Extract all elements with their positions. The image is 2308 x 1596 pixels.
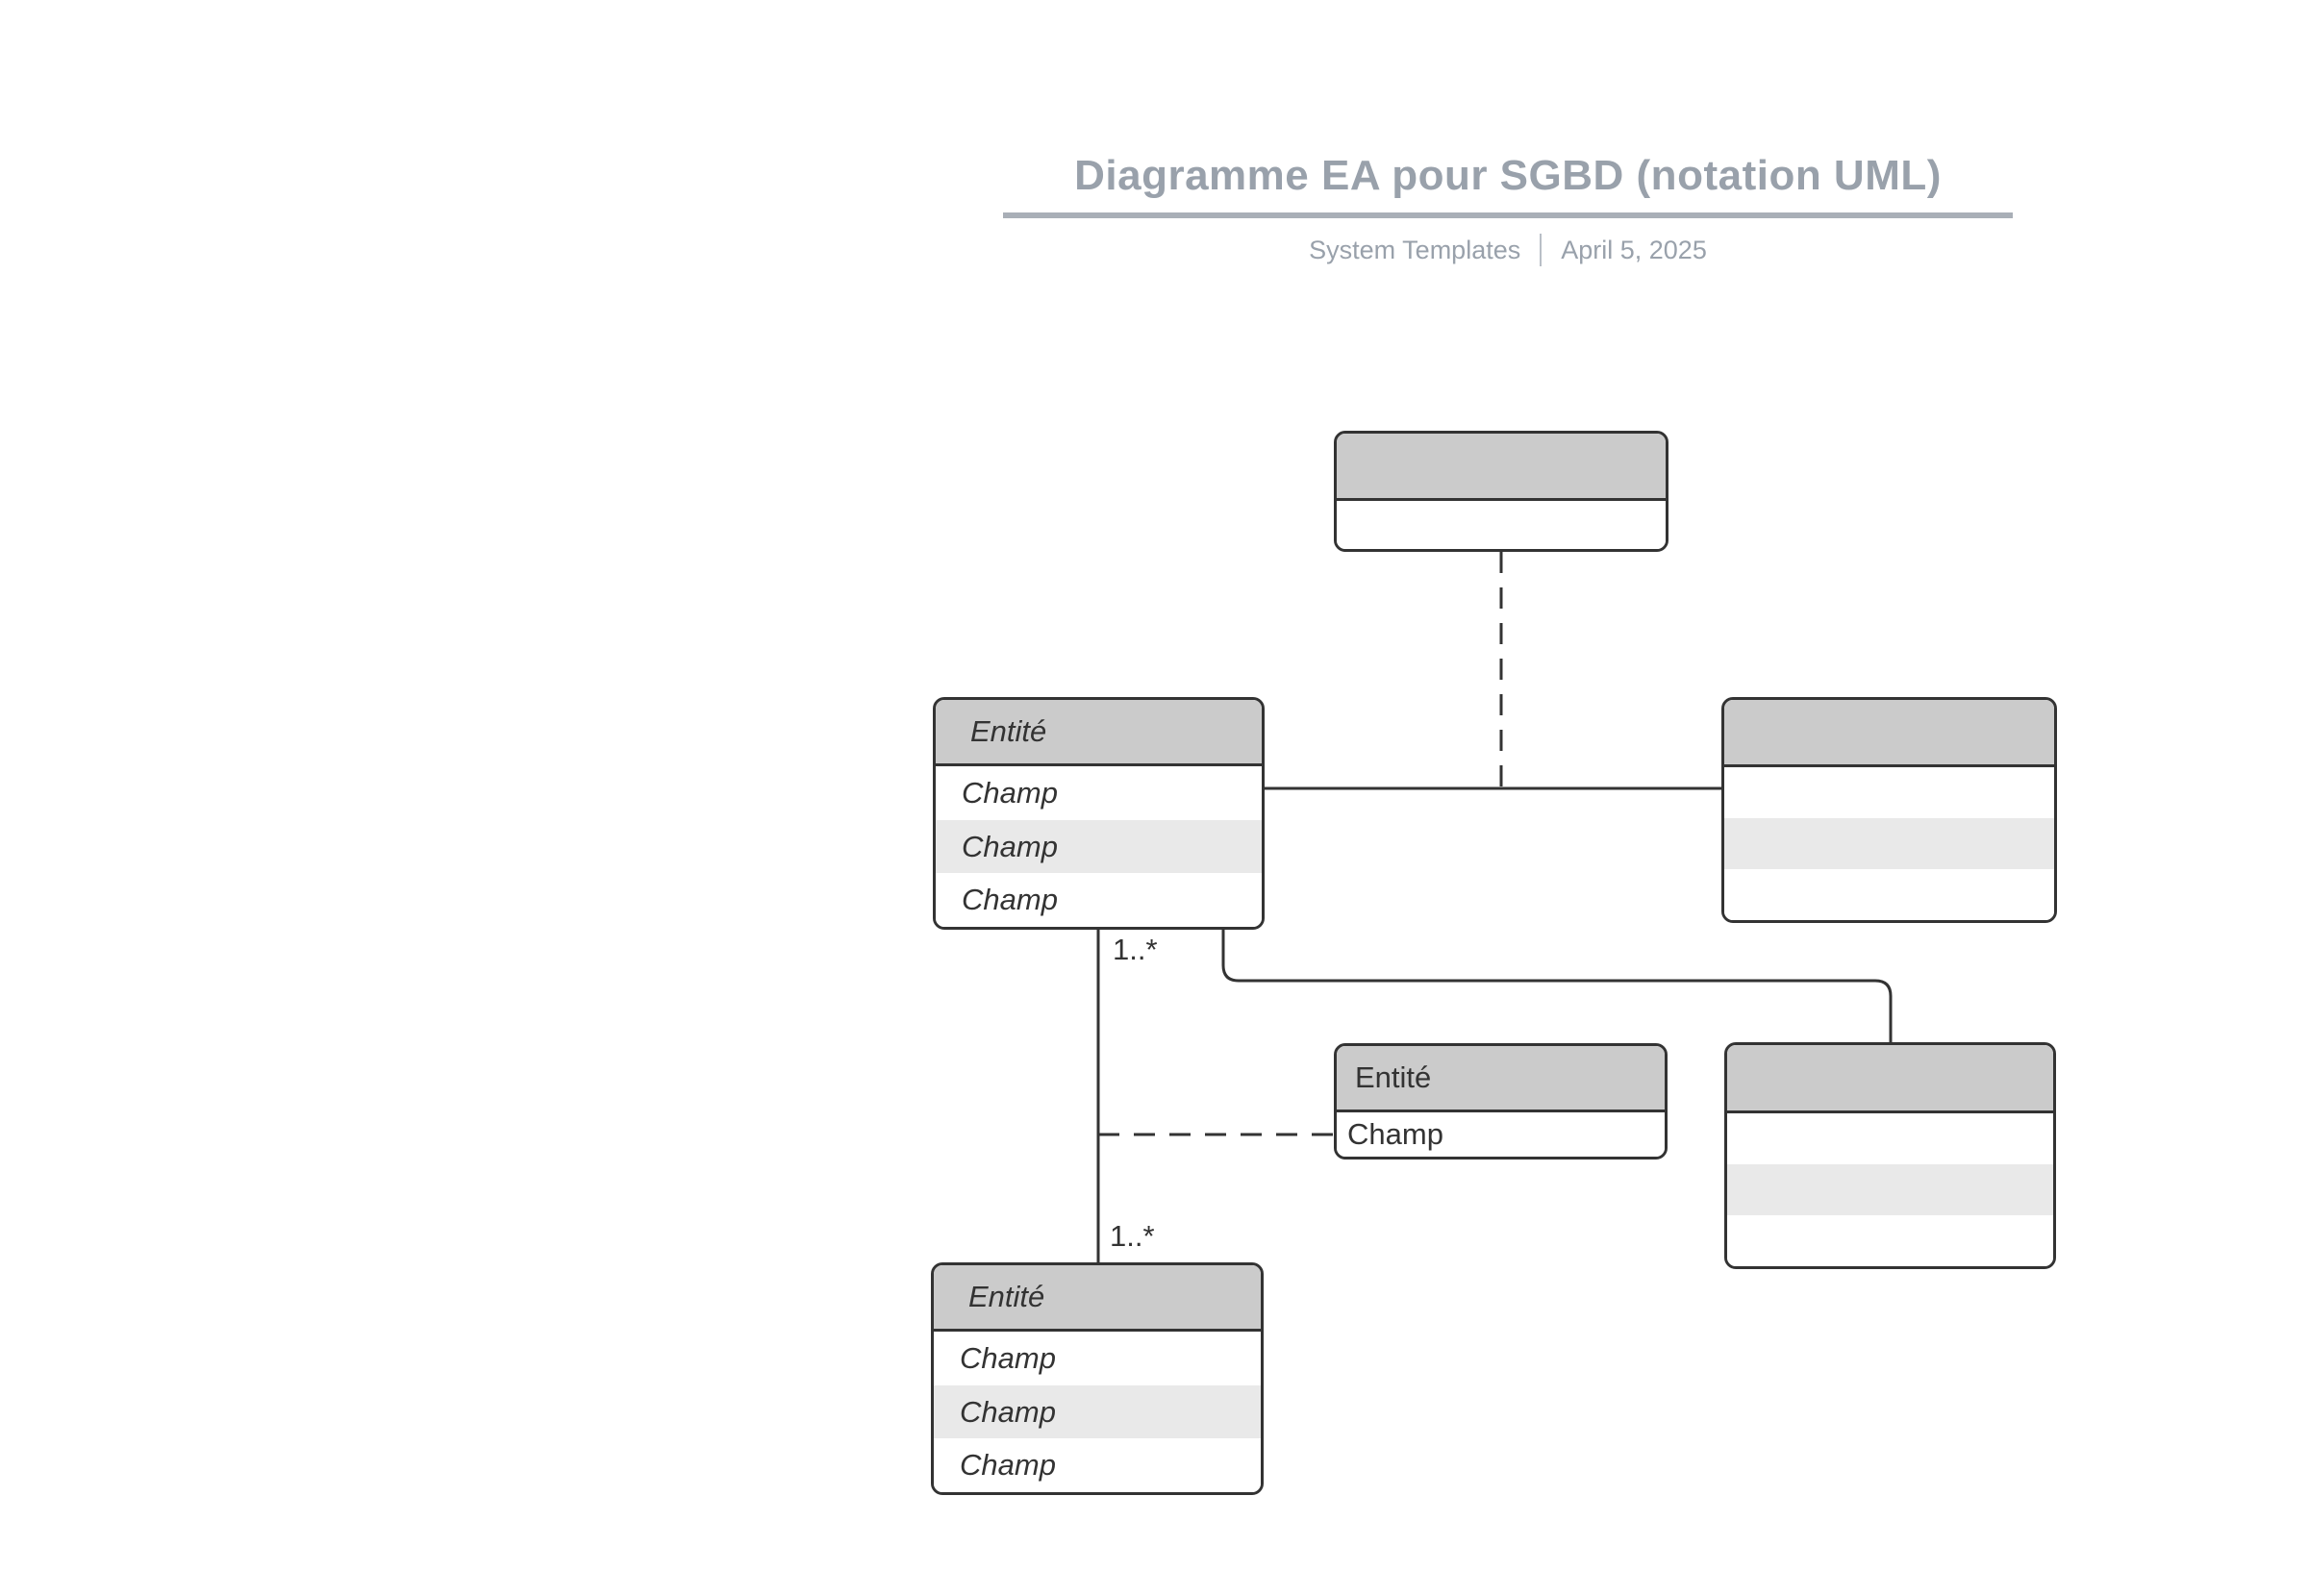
subtitle-separator bbox=[1540, 234, 1543, 266]
entity-row bbox=[1337, 501, 1666, 549]
subtitle-date: April 5, 2025 bbox=[1561, 235, 1707, 264]
field-label: Champ bbox=[962, 829, 1058, 863]
entity-box-center: Entité Champ bbox=[1334, 1043, 1668, 1160]
multiplicity-label-upper: 1..* bbox=[1113, 933, 1158, 966]
entity-row: Champ bbox=[936, 766, 1262, 820]
entity-box-bottom: Entité Champ Champ Champ bbox=[931, 1262, 1264, 1495]
entity-header bbox=[1337, 434, 1666, 501]
entity-row bbox=[1724, 767, 2054, 818]
page-title: Diagramme EA pour SGBD (notation UML) bbox=[1074, 152, 1942, 199]
entity-row: Champ bbox=[936, 819, 1262, 874]
entity-row bbox=[1724, 818, 2054, 869]
field-label: Champ bbox=[962, 883, 1058, 917]
entity-box-top bbox=[1334, 431, 1668, 552]
entity-title: Entité bbox=[1355, 1060, 1432, 1094]
entity-title: Entité bbox=[968, 1280, 1045, 1313]
field-label: Champ bbox=[960, 1394, 1056, 1429]
entity-row: Champ bbox=[1337, 1112, 1665, 1157]
entity-row bbox=[1727, 1215, 2053, 1266]
entity-header bbox=[1727, 1045, 2053, 1113]
entity-header: Entité bbox=[1337, 1046, 1665, 1112]
entity-row bbox=[1724, 869, 2054, 920]
association-elbow-left-rightlower bbox=[1221, 930, 1893, 1042]
field-label: Champ bbox=[962, 775, 1058, 810]
entity-box-right-upper bbox=[1721, 697, 2057, 923]
multiplicity-label-lower: 1..* bbox=[1110, 1219, 1155, 1253]
entity-row: Champ bbox=[934, 1332, 1261, 1385]
page-subtitle: System Templates April 5, 2025 bbox=[1003, 231, 2013, 269]
entity-box-right-lower bbox=[1724, 1042, 2056, 1269]
entity-row: Champ bbox=[934, 1384, 1261, 1439]
entity-row: Champ bbox=[934, 1438, 1261, 1492]
entity-header: Entité bbox=[934, 1265, 1261, 1332]
entity-row: Champ bbox=[936, 873, 1262, 927]
field-label: Champ bbox=[1347, 1117, 1443, 1151]
entity-header: Entité bbox=[936, 700, 1262, 766]
subtitle-source: System Templates bbox=[1309, 235, 1521, 264]
entity-box-left: Entité Champ Champ Champ bbox=[933, 697, 1265, 930]
title-rule bbox=[1003, 212, 2013, 218]
entity-row bbox=[1727, 1164, 2053, 1215]
entity-header bbox=[1724, 700, 2054, 767]
field-label: Champ bbox=[960, 1448, 1056, 1483]
entity-title: Entité bbox=[970, 714, 1047, 748]
field-label: Champ bbox=[960, 1340, 1056, 1375]
entity-row bbox=[1727, 1113, 2053, 1164]
